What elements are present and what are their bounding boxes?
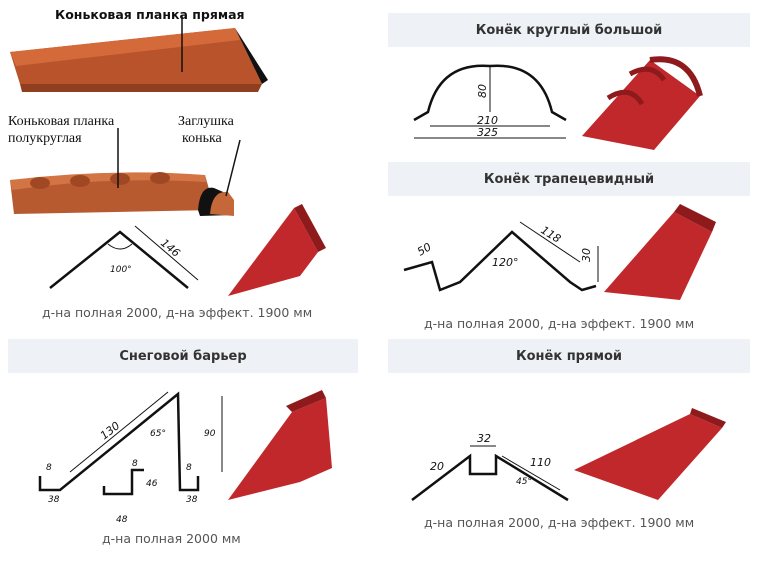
snow-s4-dim: 46 [146,479,158,489]
straight-ridge-label: Коньковая планка прямая [55,7,245,22]
straight-top-dim: 32 [477,432,491,445]
straight-ridge-diagram: 32 20 110 45° [411,408,726,502]
snow-spec: д-на полная 2000 мм [102,531,241,546]
snow-s2-dim: 38 [48,495,60,505]
trapezoid-ridge-diagram: 50 118 30 120° [403,204,716,300]
trap-angle-dim: 120° [492,256,519,269]
round-ridge-diagram: 80 210 325 [413,56,703,150]
snow-barrier-title: Снеговой барьер [8,339,358,373]
snow-s3-dim: 8 [132,459,138,469]
round-outer-dim: 325 [477,126,498,139]
straight-ridge-title: Конёк прямой [388,339,750,373]
straight-angle-dim: 45° [516,477,532,487]
trapezoid-ridge-title: Конёк трапецевидный [388,162,750,196]
snow-s1-dim: 8 [46,463,52,473]
trap-c-dim: 30 [580,248,593,262]
snow-s5-dim: 48 [116,515,128,525]
straight-side-dim: 20 [430,460,444,473]
simple-ridge-diagram: 146 100° [49,204,326,296]
round-height-dim: 80 [476,84,489,98]
simple-angle-dim: 100° [110,265,132,275]
snow-angle-dim: 65° [150,429,166,439]
straight-spec: д-на полная 2000, д-на эффект. 1900 мм [424,515,695,530]
round-ridge-title: Конёк круглый большой [388,13,750,47]
round-inner-dim: 210 [477,114,498,127]
semi-ridge-label-1: Коньковая планка [8,114,115,129]
snow-s7-dim: 38 [186,495,198,505]
trap-a-dim: 50 [415,240,434,258]
snow-barrier-diagram: 130 65° 90 8 38 8 46 48 8 38 [38,390,332,525]
straight-slope-dim: 110 [530,456,551,469]
snow-s6-dim: 8 [186,463,192,473]
trapezoid-spec: д-на полная 2000, д-на эффект. 1900 мм [424,316,695,331]
cap-label-1: Заглушка [178,114,234,129]
simple-spec: д-на полная 2000, д-на эффект. 1900 мм [42,305,313,320]
semi-ridge-label-2: полукруглая [8,131,82,146]
cap-label-2: конька [182,131,222,146]
snow-height-dim: 90 [204,429,216,439]
straight-ridge-bar-image [10,15,268,216]
